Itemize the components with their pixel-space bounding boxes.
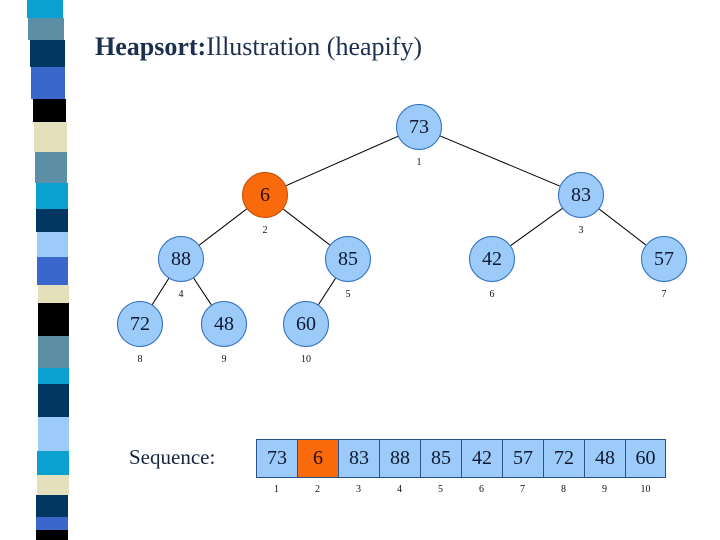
tree-node-index: 10: [301, 354, 311, 365]
tree-node[interactable]: 83: [558, 172, 604, 218]
sequence-cell-index: 7: [520, 484, 525, 495]
page-title: Heapsort:Illustration (heapify): [95, 32, 695, 62]
strip-band: [37, 475, 69, 495]
tree-node-index: 5: [345, 289, 351, 300]
sequence-index-row: 1 2 3 4 5 6 7 8 9 10: [256, 484, 666, 495]
sequence-cell-index: 10: [640, 484, 651, 495]
sequence-cell[interactable]: 48: [584, 439, 625, 478]
sequence-cell-index: 6: [479, 484, 484, 495]
sequence-cell-index: 1: [274, 484, 279, 495]
sequence-cell-index: 8: [561, 484, 566, 495]
strip-band: [36, 517, 68, 530]
sequence-cell-index: 9: [602, 484, 607, 495]
tree-edge: [318, 278, 336, 305]
tree-node-index: 9: [221, 354, 227, 365]
sequence-cell[interactable]: 6: [297, 439, 338, 478]
tree-node[interactable]: 42: [469, 236, 515, 282]
tree-node-index: 2: [262, 225, 268, 236]
tree-node[interactable]: 88: [158, 236, 204, 282]
tree-edge: [282, 208, 331, 246]
sequence-cell[interactable]: 42: [461, 439, 502, 478]
tree-node-index: 1: [416, 157, 422, 168]
strip-band: [37, 451, 69, 475]
tree-node-index: 4: [178, 289, 184, 300]
tree-node-index: 7: [661, 289, 667, 300]
tree-edge: [198, 208, 248, 246]
tree-edge: [285, 135, 399, 187]
tree-node[interactable]: 73: [396, 104, 442, 150]
tree-node[interactable]: 72: [117, 301, 163, 347]
tree-node-index: 3: [578, 225, 584, 236]
tree-node-index: 8: [137, 354, 143, 365]
sequence-cell[interactable]: 85: [420, 439, 461, 478]
tree-node[interactable]: 85: [325, 236, 371, 282]
tree-node[interactable]: 48: [201, 301, 247, 347]
heap-tree-diagram: 73 1 6 2 83 3 88 4 85 5 42 6 57 7 72 8 48 9 60 10: [117, 104, 687, 365]
sequence-cell[interactable]: 73: [256, 439, 297, 478]
tree-edge: [598, 208, 647, 246]
sequence-label: Sequence:: [129, 445, 216, 469]
sequence-cell-index: 2: [315, 484, 320, 495]
sequence-cell-index: 3: [356, 484, 361, 495]
tree-edge: [151, 278, 170, 305]
tree-edge: [510, 208, 563, 246]
strip-band: [36, 495, 68, 517]
sequence-cell[interactable]: 88: [379, 439, 420, 478]
sequence-cell-index: 5: [438, 484, 443, 495]
tree-node[interactable]: 60: [283, 301, 329, 347]
page-title-rest: Illustration (heapify): [206, 32, 423, 61]
strip-band: [38, 417, 69, 451]
page-title-bold: Heapsort:: [95, 32, 207, 61]
sequence-cell-index: 4: [397, 484, 402, 495]
tree-node-index: 6: [489, 289, 495, 300]
sequence-cell[interactable]: 83: [338, 439, 379, 478]
sequence-cell[interactable]: 72: [543, 439, 584, 478]
tree-node[interactable]: 6: [242, 172, 288, 218]
tree-edge: [440, 135, 560, 187]
strip-band: [36, 530, 68, 540]
sequence-cell[interactable]: 57: [502, 439, 543, 478]
sequence-cell[interactable]: 60: [625, 439, 666, 478]
tree-node[interactable]: 57: [641, 236, 687, 282]
tree-edge-lines: [151, 135, 647, 306]
tree-edge: [193, 277, 212, 306]
